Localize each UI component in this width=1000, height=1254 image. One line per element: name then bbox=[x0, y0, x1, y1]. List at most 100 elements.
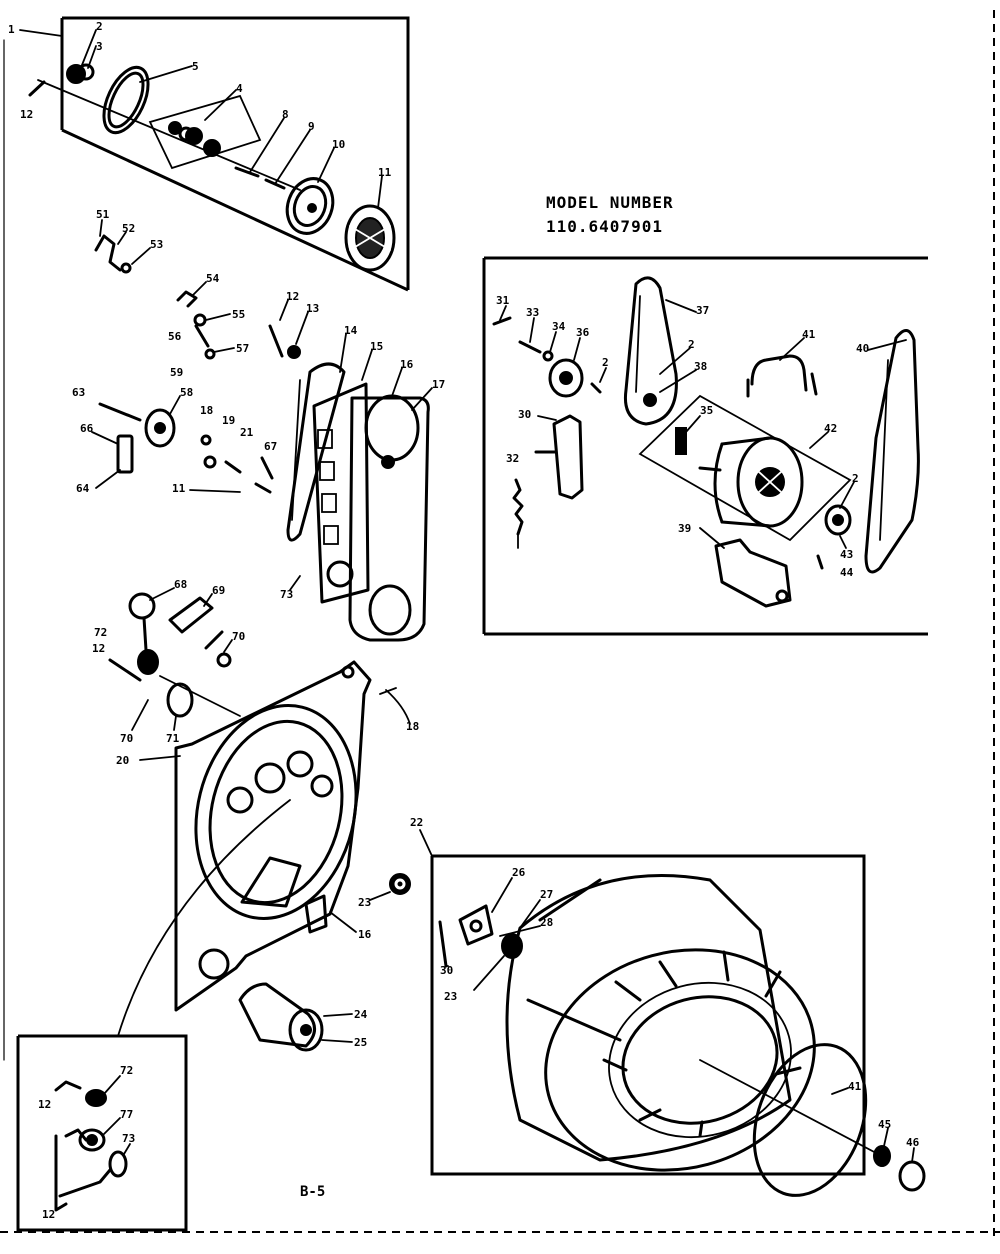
label-36: 36 bbox=[576, 326, 590, 339]
label-12d: 12 bbox=[38, 1098, 51, 1111]
blower-wheel-icon bbox=[344, 204, 396, 272]
label-72b: 72 bbox=[120, 1064, 133, 1077]
seal-ring-icon bbox=[102, 65, 150, 135]
label-23: 23 bbox=[358, 896, 371, 909]
idler-pulley-icon bbox=[144, 408, 176, 448]
label-77: 77 bbox=[120, 1108, 133, 1121]
label-2: 2 bbox=[96, 20, 103, 33]
label-70b: 70 bbox=[120, 732, 133, 745]
label-57: 57 bbox=[236, 342, 249, 355]
label-73: 73 bbox=[280, 588, 293, 601]
label-54: 54 bbox=[206, 272, 220, 285]
label-53: 53 bbox=[150, 238, 163, 251]
label-12b: 12 bbox=[286, 290, 299, 303]
label-15: 15 bbox=[370, 340, 383, 353]
label-71: 71 bbox=[166, 732, 180, 745]
label-41: 41 bbox=[802, 328, 816, 341]
label-18: 18 bbox=[200, 404, 213, 417]
label-11b: 11 bbox=[172, 482, 186, 495]
label-23b: 23 bbox=[444, 990, 457, 1003]
label-12: 12 bbox=[20, 108, 33, 121]
drum-icon bbox=[505, 874, 792, 1162]
label-69: 69 bbox=[212, 584, 225, 597]
drum-seal-icon bbox=[752, 1043, 868, 1197]
label-31: 31 bbox=[496, 294, 510, 307]
belt-icon bbox=[286, 362, 346, 542]
model-number-label: MODEL NUMBER bbox=[546, 193, 674, 212]
label-55: 55 bbox=[232, 308, 245, 321]
top-left-box: 2 3 5 4 8 9 10 11 1 12 bbox=[8, 16, 410, 292]
label-12e: 12 bbox=[42, 1208, 55, 1221]
label-18: 18 bbox=[406, 720, 419, 733]
label-34: 34 bbox=[552, 320, 566, 333]
drive-belt-icon bbox=[623, 276, 678, 426]
drum-belt-icon bbox=[864, 329, 920, 574]
motor-box: 31 33 34 36 2 37 2 38 35 41 42 40 2 43 4… bbox=[482, 256, 928, 636]
label-46: 46 bbox=[906, 1136, 920, 1149]
label-24: 24 bbox=[354, 1008, 368, 1021]
label-42: 42 bbox=[824, 422, 837, 435]
label-64: 64 bbox=[76, 482, 90, 495]
label-27: 27 bbox=[540, 888, 553, 901]
label-68: 68 bbox=[174, 578, 187, 591]
motor-pulley-icon bbox=[548, 358, 584, 398]
label-44: 44 bbox=[840, 566, 854, 579]
label-39: 39 bbox=[678, 522, 691, 535]
label-35: 35 bbox=[700, 404, 713, 417]
bulkhead-panel-icon bbox=[174, 660, 372, 1012]
label-11: 11 bbox=[378, 166, 392, 179]
label-9: 9 bbox=[308, 120, 315, 133]
model-number-value: 110.6407901 bbox=[546, 217, 663, 236]
label-22: 22 bbox=[410, 816, 423, 829]
label-30b: 30 bbox=[440, 964, 453, 977]
label-67: 67 bbox=[264, 440, 277, 453]
label-19: 19 bbox=[222, 414, 235, 427]
label-3: 3 bbox=[96, 40, 103, 53]
page-code: B-5 bbox=[300, 1184, 325, 1200]
label-72: 72 bbox=[94, 626, 107, 639]
spring-icon bbox=[512, 478, 524, 536]
label-43: 43 bbox=[840, 548, 853, 561]
label-2d: 2 bbox=[852, 472, 859, 485]
label-32: 32 bbox=[506, 452, 519, 465]
label-17: 17 bbox=[432, 378, 445, 391]
label-20: 20 bbox=[116, 754, 129, 767]
label-56: 56 bbox=[168, 330, 182, 343]
label-38: 38 bbox=[694, 360, 707, 373]
label-16: 16 bbox=[400, 358, 414, 371]
label-2b: 2 bbox=[602, 356, 609, 369]
label-30: 30 bbox=[518, 408, 531, 421]
label-2c: 2 bbox=[688, 338, 695, 351]
label-73b: 73 bbox=[122, 1132, 135, 1145]
label-58: 58 bbox=[180, 386, 193, 399]
label-66: 66 bbox=[80, 422, 94, 435]
label-63: 63 bbox=[72, 386, 85, 399]
label-59: 59 bbox=[170, 366, 183, 379]
label-4: 4 bbox=[236, 82, 243, 95]
label-37: 37 bbox=[696, 304, 709, 317]
label-40: 40 bbox=[856, 342, 869, 355]
front-bulkhead: 68 69 70 72 12 70 71 20 18 16 23 24 25 bbox=[92, 578, 419, 1052]
drum-box: 22 26 bbox=[410, 816, 926, 1197]
label-21: 21 bbox=[240, 426, 254, 439]
label-28: 28 bbox=[540, 916, 553, 929]
label-1: 1 bbox=[8, 23, 15, 36]
label-13: 13 bbox=[306, 302, 319, 315]
label-52: 52 bbox=[122, 222, 135, 235]
blower-housing-icon bbox=[348, 396, 430, 642]
blower-assembly: 51 52 53 54 55 56 57 58 59 12 13 14 15 1… bbox=[72, 208, 445, 642]
label-10: 10 bbox=[332, 138, 345, 151]
label-14: 14 bbox=[344, 324, 358, 337]
label-12c: 12 bbox=[92, 642, 105, 655]
label-8: 8 bbox=[282, 108, 289, 121]
label-51: 51 bbox=[96, 208, 110, 221]
label-45: 45 bbox=[878, 1118, 891, 1131]
label-33: 33 bbox=[526, 306, 539, 319]
label-5: 5 bbox=[192, 60, 199, 73]
label-16b: 16 bbox=[358, 928, 372, 941]
label-41b: 41 bbox=[848, 1080, 862, 1093]
label-26: 26 bbox=[512, 866, 526, 879]
label-70: 70 bbox=[232, 630, 245, 643]
label-25: 25 bbox=[354, 1036, 367, 1049]
